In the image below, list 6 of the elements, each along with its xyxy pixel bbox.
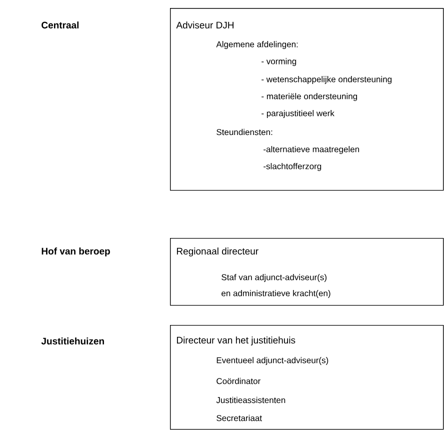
level-label: Justitiehuizen [41,338,104,344]
level-label: Hof van beroep [42,248,110,256]
unit-box: Directeur van het justitiehuis Eventueel adjunct-adviseur(s) Coördinator Justitieassistenten Secretariaat [170,324,444,430]
unit-box: Regionaal directeur Staf van adjunct-adviseur(s) en administratieve kracht(en) [170,238,444,306]
unit-box: Adviseur DJH Algemene afdelingen: - vorming - wetenschappelijke ondersteuning - materiële ondersteuning - parajustitieel werk Steundiensten: -alternatieve maatregelen -slachtofferzorg [170,8,444,191]
level-label: Centraal [42,22,79,28]
